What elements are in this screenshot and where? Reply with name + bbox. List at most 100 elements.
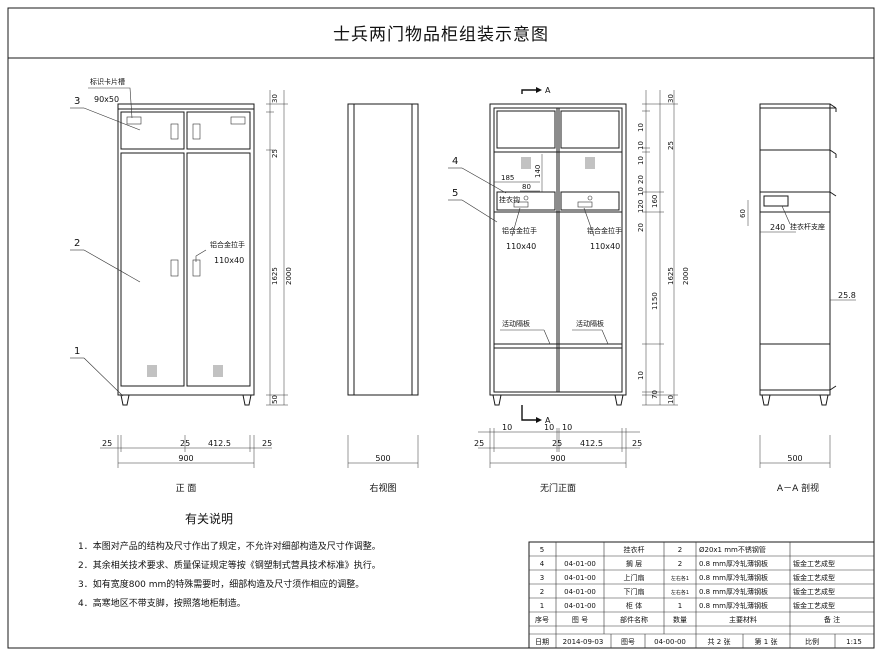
open-dim-w-412: 412.5 [580, 439, 603, 448]
front-dim-2000: 2000 [285, 267, 293, 285]
row4-name: 搁 层 [626, 559, 642, 568]
header-note: 备 注 [824, 615, 840, 624]
front-label-tag: 标识卡片槽 [90, 77, 125, 86]
front-view: 标识卡片槽 90x50 铝合金拉手 110x40 3 2 1 30 25 162… [70, 77, 293, 494]
footer-scale-label: 比例 [805, 637, 819, 646]
row4-code: 04-01-00 [564, 560, 596, 568]
header-name: 部件名称 [620, 615, 648, 624]
row2-code: 04-01-00 [564, 588, 596, 596]
front-handle-label: 铝合金拉手 [210, 240, 245, 249]
open-dim-w-25b: 25 [552, 439, 562, 448]
row2-name: 下门扇 [624, 587, 645, 596]
open-part-5: 5 [452, 188, 458, 199]
open-dim-h-160: 160 [651, 195, 659, 208]
open-handle-size-right: 110x40 [590, 242, 620, 251]
open-handle-label-right: 铝合金拉手 [587, 226, 622, 235]
header-no: 序号 [535, 615, 549, 624]
notes: 有关说明 1．本图对产品的结构及尺寸作出了规定，不允许对细部构造及尺寸作调整。 … [78, 511, 381, 609]
footer-date-label: 日期 [535, 638, 549, 646]
drawing-title: 士兵两门物品柜组装示意图 [333, 25, 549, 45]
open-dim-w-900: 900 [550, 454, 565, 463]
row4-qty: 2 [678, 560, 682, 568]
footer-drawing-label: 图号 [621, 638, 635, 646]
header-qty: 数量 [673, 615, 687, 624]
row2-note: 钣金工艺成型 [793, 587, 835, 596]
front-handle-size: 110x40 [214, 256, 244, 265]
open-caption: 无门正面 [540, 482, 576, 494]
row3-note: 钣金工艺成型 [793, 573, 835, 582]
footer-sheet: 第 1 张 [755, 637, 778, 646]
open-dim-h-10a: 10 [637, 123, 645, 132]
row2-no: 2 [540, 588, 544, 596]
front-dim-50: 50 [271, 395, 279, 404]
front-part-2: 2 [74, 238, 80, 249]
row5-material: Ø20x1 mm不锈钢管 [699, 545, 766, 554]
row3-code: 04-01-00 [564, 574, 596, 582]
notes-heading: 有关说明 [185, 511, 233, 526]
row2-qty: 左右各1 [671, 589, 689, 596]
open-hook-label: 挂衣钩 [499, 195, 520, 204]
open-dim-w-10c: 10 [562, 423, 572, 432]
section-caption: A－A 剖视 [777, 482, 819, 494]
footer-total: 共 2 张 [708, 637, 731, 646]
row4-material: 0.8 mm厚冷轧薄钢板 [699, 559, 768, 568]
note-4: 4．高寒地区不带支脚，按照落地柜制造。 [78, 597, 246, 609]
footer-drawing-no: 04-00-00 [654, 638, 686, 646]
open-handle-label-left: 铝合金拉手 [502, 226, 537, 235]
open-dim-h-2000: 2000 [682, 267, 690, 285]
front-part-1: 1 [74, 346, 80, 357]
front-dim-w-25a: 25 [102, 439, 112, 448]
row1-qty: 1 [678, 602, 682, 610]
row1-material: 0.8 mm厚冷轧薄钢板 [699, 601, 768, 610]
open-dim-80: 80 [522, 183, 531, 191]
row4-note: 钣金工艺成型 [793, 559, 835, 568]
section-dim-240: 240 [770, 223, 785, 232]
open-dim-h-10d: 10 [637, 187, 645, 196]
section-view: 60 240 挂衣杆支座 25.8 500 A－A 剖视 [739, 103, 856, 494]
open-dim-h-10c: 10 [637, 156, 645, 165]
row1-code: 04-01-00 [564, 602, 596, 610]
open-dim-h-120: 120 [637, 200, 645, 213]
open-dim-w-10a: 10 [502, 423, 512, 432]
front-dim-w-412: 412.5 [208, 439, 231, 448]
side-dim-500: 500 [375, 454, 390, 463]
open-dim-140: 140 [534, 165, 542, 178]
row3-qty: 左右各1 [671, 575, 689, 582]
open-dim-h-10e: 10 [637, 371, 645, 380]
open-shelf-label-right: 活动隔板 [576, 319, 604, 328]
open-part-4: 4 [452, 156, 458, 167]
row1-name: 柜 体 [626, 601, 642, 610]
open-dim-h-20b: 20 [637, 223, 645, 232]
open-dim-h-30: 30 [667, 94, 675, 103]
section-mark-top: A [545, 86, 551, 95]
parts-table: 5 挂衣杆 2 Ø20x1 mm不锈钢管 4 04-01-00 搁 层 2 0.… [528, 541, 875, 649]
front-caption: 正 面 [176, 483, 197, 494]
row1-no: 1 [540, 602, 544, 610]
front-dim-25: 25 [271, 149, 279, 158]
row5-no: 5 [540, 546, 544, 554]
open-shelf-label-left: 活动隔板 [502, 319, 530, 328]
open-dim-w-25a: 25 [474, 439, 484, 448]
front-dim-1625: 1625 [271, 267, 279, 285]
section-dim-60: 60 [739, 209, 747, 218]
row3-name: 上门扇 [624, 573, 645, 582]
header-code: 图 号 [572, 616, 588, 624]
row3-material: 0.8 mm厚冷轧薄钢板 [699, 573, 768, 582]
front-dim-w-900: 900 [178, 454, 193, 463]
front-dim-w-25c: 25 [262, 439, 272, 448]
section-mark-bottom: A [545, 416, 551, 425]
open-dim-h-20a: 20 [637, 175, 645, 184]
row1-note: 钣金工艺成型 [793, 601, 835, 610]
footer-date: 2014-09-03 [563, 638, 604, 646]
row2-material: 0.8 mm厚冷轧薄钢板 [699, 587, 768, 596]
section-dim-500: 500 [787, 454, 802, 463]
open-dim-h-70: 70 [651, 390, 659, 399]
front-label-tag-size: 90x50 [94, 95, 119, 104]
open-dim-w-25c: 25 [632, 439, 642, 448]
open-dim-h-1150: 1150 [651, 292, 659, 310]
front-dim-w-25b: 25 [180, 439, 190, 448]
row4-no: 4 [540, 560, 545, 568]
row3-no: 3 [540, 574, 544, 582]
section-dim-258: 25.8 [838, 291, 856, 300]
